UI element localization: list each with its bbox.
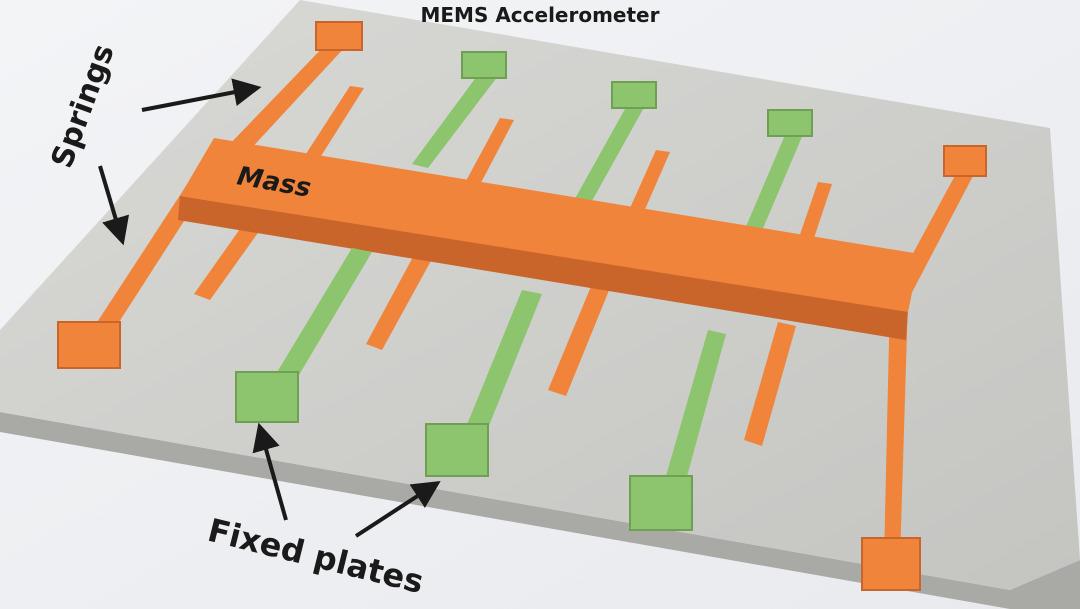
springs-arrow-lower [98,165,130,246]
fixed-plate [666,330,726,480]
annotation-arrows [98,78,441,538]
fixed-plate-pad [425,423,489,477]
fixed-plate [412,72,498,168]
anchor-lower-right [861,537,921,591]
anchor-upper-left [315,21,363,51]
anchor-lower-left [57,321,121,369]
fixed-plate-pad [767,109,813,137]
spring-lower-left [92,186,204,336]
mass-finger [366,244,438,350]
mass-finger [194,212,270,300]
fixed-plate [464,290,542,438]
proof-mass-structure [57,21,987,591]
fixed-plate [276,248,372,380]
mass-finger [744,322,796,446]
fixed-plate-pad [461,51,507,79]
mass-finger [302,86,364,164]
anchor-upper-right [943,145,987,177]
fixed-plates-upper [412,51,813,240]
fixed-plate [572,100,646,208]
diagram-title: MEMS Accelerometer [420,3,659,27]
mass-finger [460,118,514,196]
mass-finger [548,284,610,396]
springs-arrow-upper [141,78,262,112]
mass-bar-side [178,196,908,340]
fixed-plates-arrow-left [252,422,288,521]
fixed-plates-arrow-right [354,480,441,538]
spring-upper-left [226,40,346,154]
fixed-plate [742,128,804,240]
fixed-plate-pad [611,81,657,109]
fixed-plates-lower [235,248,726,531]
fixed-plate-pad [235,371,299,423]
fixed-plate-pad [629,475,693,531]
mass-bar [180,138,920,312]
